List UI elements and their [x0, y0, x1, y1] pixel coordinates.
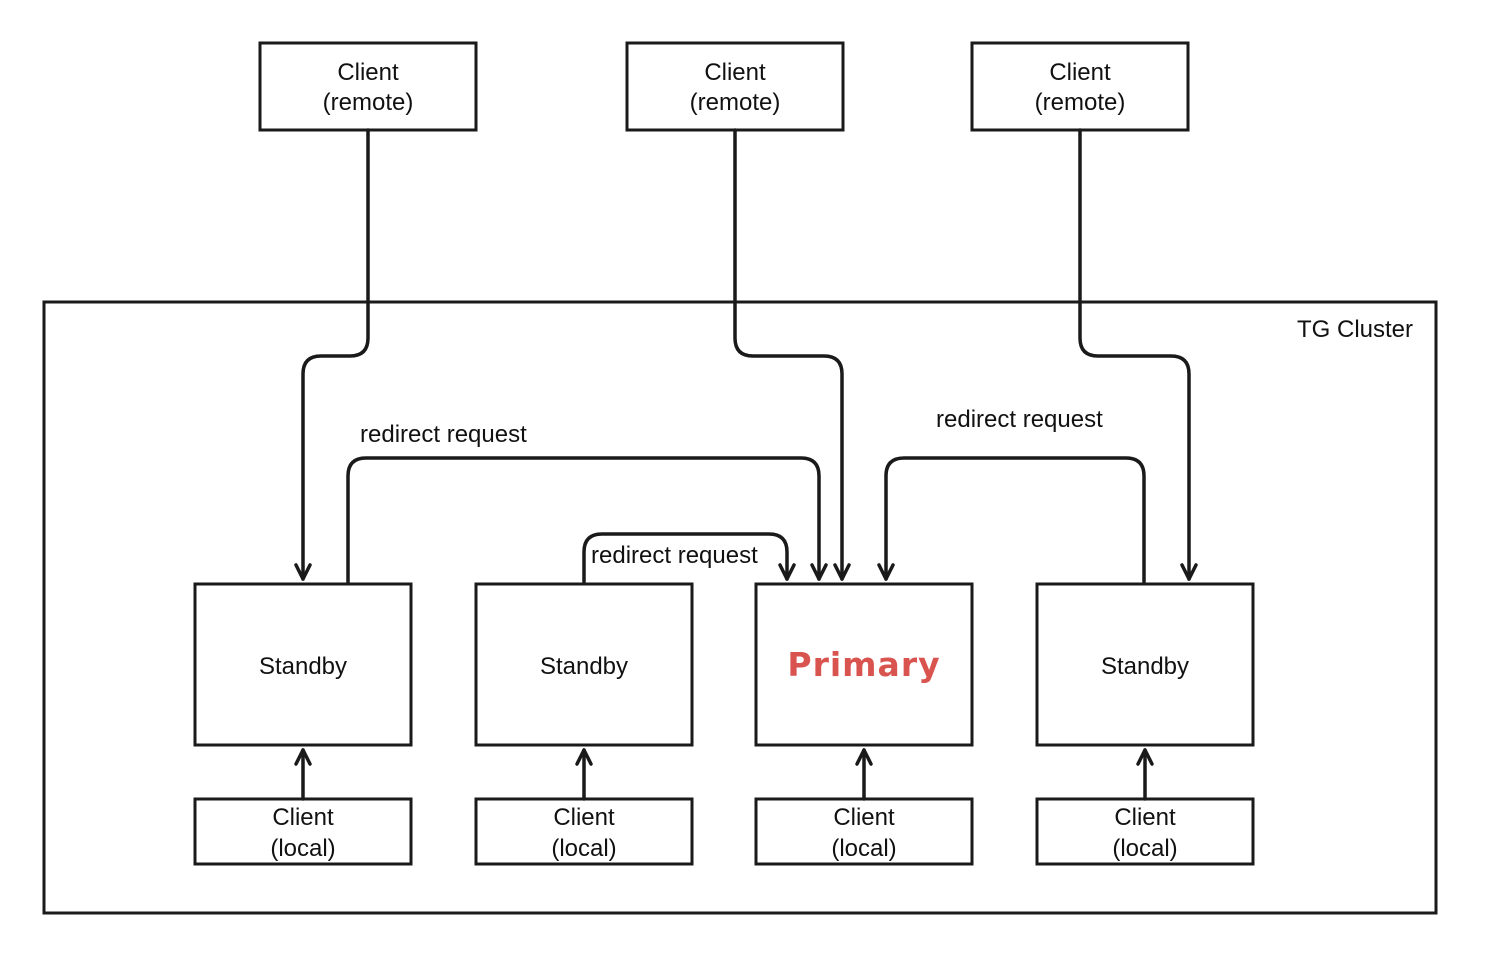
- redirect-request-label-right: redirect request: [936, 406, 1103, 433]
- remote-client-1: Client (remote): [258, 41, 478, 132]
- remote-client-label: Client: [1049, 59, 1111, 86]
- local-client-label: Client: [833, 804, 895, 831]
- redirect-left-arrow: [346, 456, 828, 584]
- standby-node-1: Standby: [193, 582, 413, 747]
- redirect-right-arrow: [877, 456, 1146, 584]
- remote-client-sublabel: (remote): [1035, 89, 1126, 116]
- tg-cluster-boundary: [42, 300, 1438, 915]
- local-client-sublabel: (local): [1112, 835, 1177, 862]
- node-label: Standby: [1101, 653, 1189, 680]
- local-client-3: Client (local): [754, 797, 974, 866]
- local-client-sublabel: (local): [270, 835, 335, 862]
- remote-client-sublabel: (remote): [323, 89, 414, 116]
- remote-1-to-standby-1-arrow: [294, 128, 370, 581]
- remote-client-label: Client: [337, 59, 399, 86]
- remote-2-to-primary-arrow: [733, 128, 851, 581]
- remote-client-2: Client (remote): [625, 41, 845, 132]
- standby-node-3: Standby: [1035, 582, 1255, 747]
- remote-3-to-standby-3-arrow: [1078, 128, 1198, 581]
- local-client-2: Client (local): [474, 797, 694, 866]
- local-client-label: Client: [272, 804, 334, 831]
- remote-client-sublabel: (remote): [690, 89, 781, 116]
- local-client-label: Client: [553, 804, 615, 831]
- primary-label: Primary: [787, 645, 940, 684]
- local-client-1: Client (local): [193, 797, 413, 866]
- node-label: Standby: [259, 653, 347, 680]
- local-client-4: Client (local): [1035, 797, 1255, 866]
- standby-node-2: Standby: [474, 582, 694, 747]
- redirect-request-label-left: redirect request: [360, 421, 527, 448]
- node-label: Standby: [540, 653, 628, 680]
- primary-node: Primary: [754, 582, 974, 747]
- remote-client-label: Client: [704, 59, 766, 86]
- redirect-request-label-middle: redirect request: [591, 542, 758, 569]
- remote-client-3: Client (remote): [970, 41, 1190, 132]
- redirect-middle-arrow: [582, 532, 796, 584]
- local-client-label: Client: [1114, 804, 1176, 831]
- cluster-label: TG Cluster: [1297, 316, 1413, 343]
- local-client-sublabel: (local): [831, 835, 896, 862]
- local-client-sublabel: (local): [551, 835, 616, 862]
